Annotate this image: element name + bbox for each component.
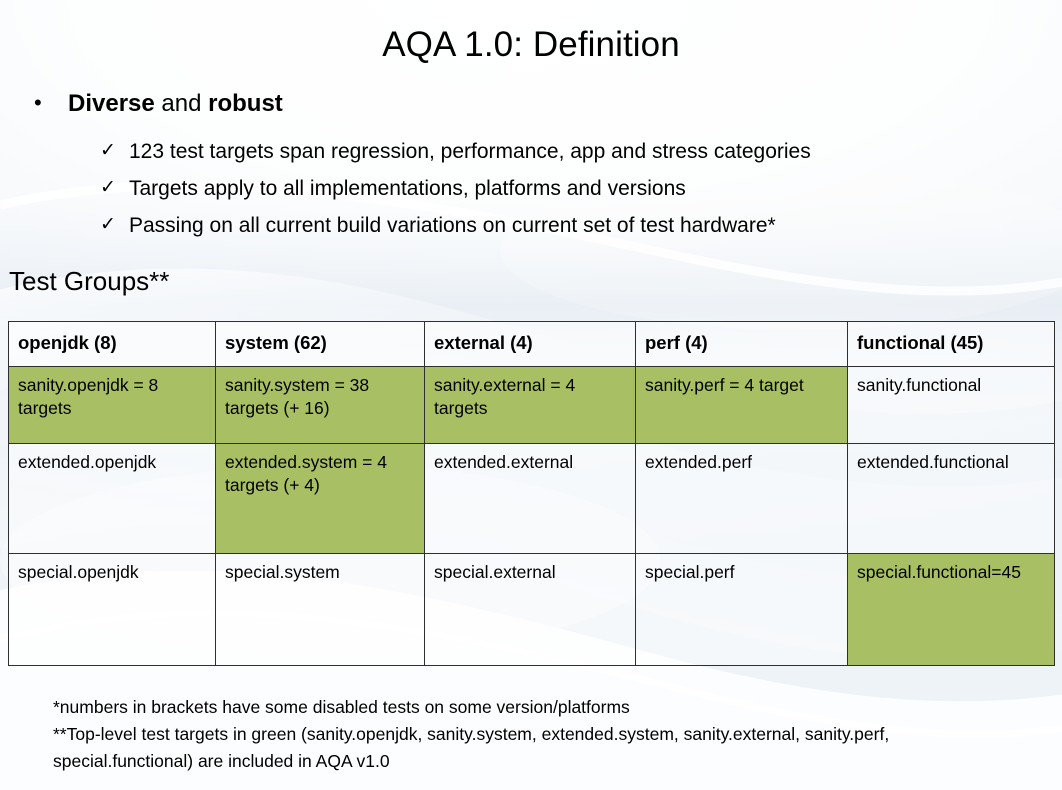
checkmark-icon: ✓ <box>100 140 116 161</box>
cell-extended-perf: extended.perf <box>635 443 848 554</box>
footnote-single-asterisk: *numbers in brackets have some disabled … <box>53 697 630 717</box>
test-groups-table-wrapper: openjdk (8) system (62) external (4) per… <box>8 321 1055 666</box>
page-title: AQA 1.0: Definition <box>382 25 680 64</box>
table-row: extended.openjdk extended.system = 4 tar… <box>8 443 1055 554</box>
list-item-label: Targets apply to all implementations, pl… <box>129 177 686 200</box>
footnotes-block: *numbers in brackets have some disabled … <box>53 694 1033 775</box>
column-header-system: system (62) <box>215 321 425 367</box>
bullet-dot-icon: • <box>34 90 42 115</box>
cell-extended-functional: extended.functional <box>847 443 1055 554</box>
cell-extended-system: extended.system = 4 targets (+ 4) <box>215 443 425 554</box>
bullet-diverse-and-robust: • Diverse and robust <box>34 89 283 119</box>
list-item-label: 123 test targets span regression, perfor… <box>129 140 811 163</box>
checkmark-icon: ✓ <box>100 177 116 198</box>
bullet-lead-bold: Diverse <box>68 90 155 117</box>
cell-sanity-openjdk: sanity.openjdk = 8 targets <box>8 366 216 444</box>
cell-extended-external: extended.external <box>424 443 636 554</box>
table-header-row: openjdk (8) system (62) external (4) per… <box>8 321 1055 367</box>
list-item: ✓ 123 test targets span regression, perf… <box>100 136 1030 173</box>
cell-special-external: special.external <box>424 553 636 666</box>
sub-bullet-list: ✓ 123 test targets span regression, perf… <box>100 136 1030 247</box>
test-groups-table: openjdk (8) system (62) external (4) per… <box>8 321 1055 666</box>
cell-special-system: special.system <box>215 553 425 666</box>
section-heading-test-groups: Test Groups** <box>9 266 170 296</box>
cell-sanity-functional: sanity.functional <box>847 366 1055 444</box>
table-row: special.openjdk special.system special.e… <box>8 553 1055 666</box>
cell-special-functional: special.functional=45 <box>847 553 1055 666</box>
checkmark-icon: ✓ <box>100 214 116 235</box>
column-header-functional: functional (45) <box>847 321 1055 367</box>
cell-special-openjdk: special.openjdk <box>8 553 216 666</box>
cell-sanity-system: sanity.system = 38 targets (+ 16) <box>215 366 425 444</box>
cell-extended-openjdk: extended.openjdk <box>8 443 216 554</box>
bullet-trail-bold: robust <box>208 90 283 117</box>
column-header-openjdk: openjdk (8) <box>8 321 216 367</box>
bullet-text: Diverse and robust <box>68 89 283 119</box>
list-item: ✓ Targets apply to all implementations, … <box>100 173 1030 210</box>
cell-special-perf: special.perf <box>635 553 848 666</box>
column-header-perf: perf (4) <box>635 321 848 367</box>
footnote-double-asterisk: **Top-level test targets in green (sanit… <box>53 724 890 771</box>
bullet-middle: and <box>154 90 209 117</box>
cell-sanity-perf: sanity.perf = 4 target <box>635 366 848 444</box>
table-row: sanity.openjdk = 8 targets sanity.system… <box>8 366 1055 444</box>
cell-sanity-external: sanity.external = 4 targets <box>424 366 636 444</box>
list-item-label: Passing on all current build variations … <box>129 214 776 237</box>
column-header-external: external (4) <box>424 321 636 367</box>
list-item: ✓ Passing on all current build variation… <box>100 210 1030 247</box>
